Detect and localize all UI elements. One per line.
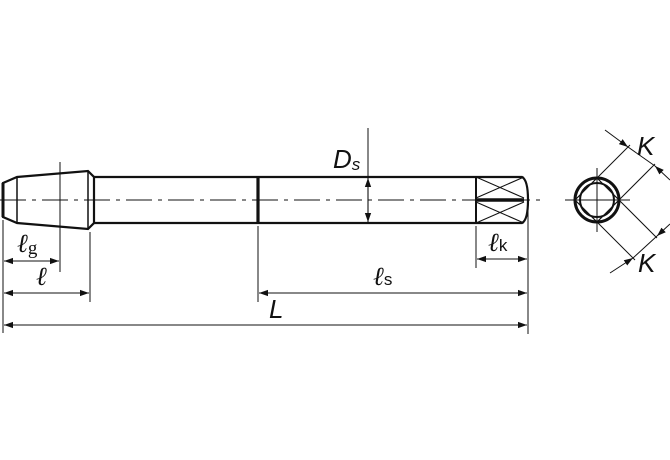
tap-end-view (565, 129, 670, 274)
lg-label: ℓg (17, 229, 38, 259)
ls-label: ℓs (373, 262, 392, 292)
k-dimensions (596, 129, 670, 274)
extension-lines (2, 128, 529, 334)
square-drive-hatch (475, 176, 525, 224)
ds-label: Ds (333, 144, 361, 174)
l-label: ℓ (36, 262, 47, 292)
k-bottom-label: K (638, 248, 657, 278)
neck-outline (94, 175, 258, 225)
k-top-label: K (637, 131, 656, 161)
L-label: L (269, 294, 283, 324)
lk-label: ℓk (488, 228, 508, 258)
